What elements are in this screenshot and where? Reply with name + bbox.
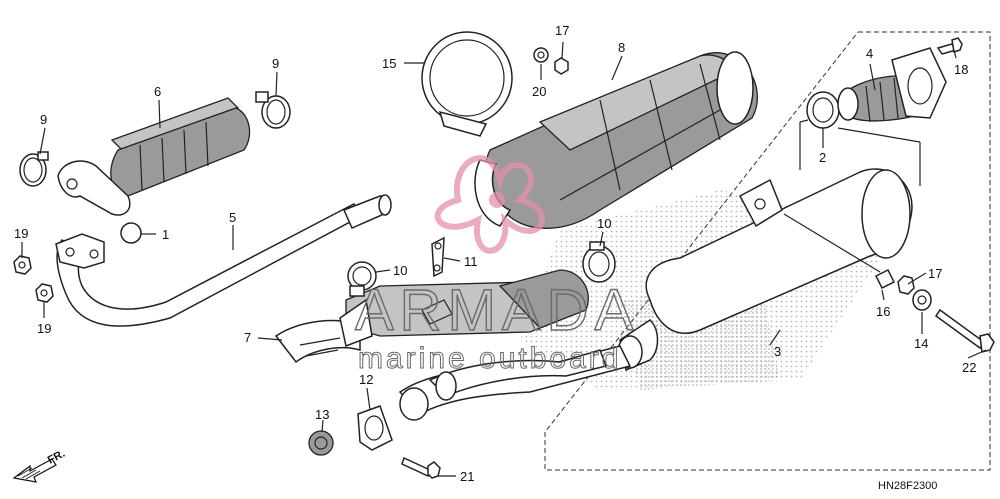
callout-7: 7 [244,330,251,345]
band-clamp-12 [357,405,393,451]
muffler-cover [474,51,758,229]
callout-11: 11 [464,254,478,269]
callout-19-lower: 19 [37,321,51,336]
band-15 [421,31,513,137]
callout-12: 12 [359,372,373,387]
callout-17-lower: 17 [928,266,942,281]
gasket-1 [120,222,142,244]
callout-18: 18 [954,62,968,77]
callout-14: 14 [914,336,928,351]
callout-13: 13 [315,407,329,422]
insulator-13 [308,430,334,456]
center-pipe [339,269,589,348]
callout-20: 20 [532,84,546,99]
watermark-logo [434,155,545,254]
callout-4: 4 [866,46,873,61]
callout-21: 21 [460,469,474,484]
callout-10-left: 10 [393,263,407,278]
nut-19-lower [35,283,54,303]
band-clamp-10-left [347,261,377,297]
heat-guard-upper [110,97,251,197]
front-indicator: FR. [46,448,67,467]
callout-6: 6 [154,84,161,99]
exhaust-pipe-front [57,160,131,216]
callout-8: 8 [618,40,625,55]
leader-lines [21,41,987,477]
bolt-18 [936,37,963,55]
callout-10-right: 10 [597,216,611,231]
band-clamp-right [255,91,291,129]
callout-15: 15 [382,56,396,71]
callout-22: 22 [962,360,976,375]
callout-17-upper: 17 [555,23,569,38]
callout-19-upper: 19 [14,226,28,241]
collar-16 [874,268,896,290]
exhaust-pipe-5 [55,194,392,327]
tail-pipe-y [398,345,632,421]
end-cap-plate [891,47,947,119]
bolt-21 [401,456,441,479]
callout-1: 1 [162,227,169,242]
callout-9-right: 9 [272,56,279,71]
bolt-22 [934,308,995,353]
callout-5: 5 [229,210,236,225]
watermark-brand: ARMADA [355,278,639,343]
callout-16: 16 [876,304,890,319]
diagram-ref-code: HN28F2300 [878,480,937,492]
watermark-tagline: marine outboard [358,342,621,375]
callout-2: 2 [819,150,826,165]
washer-14 [912,289,932,311]
nut-19-upper [13,255,32,275]
band-clamp-left [19,151,49,187]
stay-11 [431,236,445,278]
front-arrow-icon [12,458,57,483]
washer-20 [533,47,549,63]
callout-9-left: 9 [40,112,47,127]
nut-17-lower [897,275,915,295]
band-clamp-10-right [582,241,616,283]
nut-17-upper [554,57,569,75]
callout-3: 3 [774,344,781,359]
end-cap-gasket-2 [806,91,840,129]
